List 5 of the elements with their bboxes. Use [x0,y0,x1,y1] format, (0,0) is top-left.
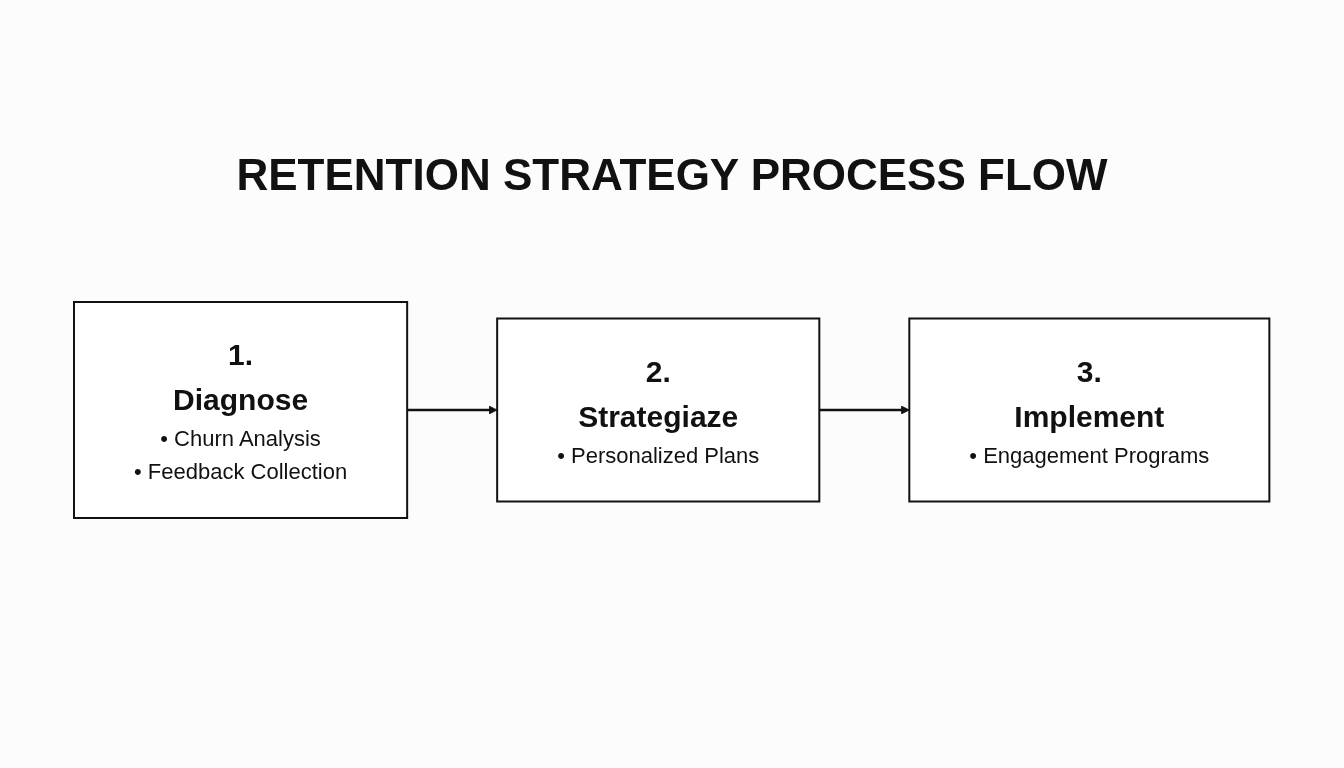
diagram-title: RETENTION STRATEGY PROCESS FLOW [235,150,1109,200]
arrow [407,405,498,415]
node-box: 3. Implement • Engagement Programs [908,317,1271,503]
node-box: 1. Diagnose • Churn Analysis • Feedback Collection [73,301,409,519]
node-box: 2. Strategiaze • Personalized Plans [496,317,821,503]
